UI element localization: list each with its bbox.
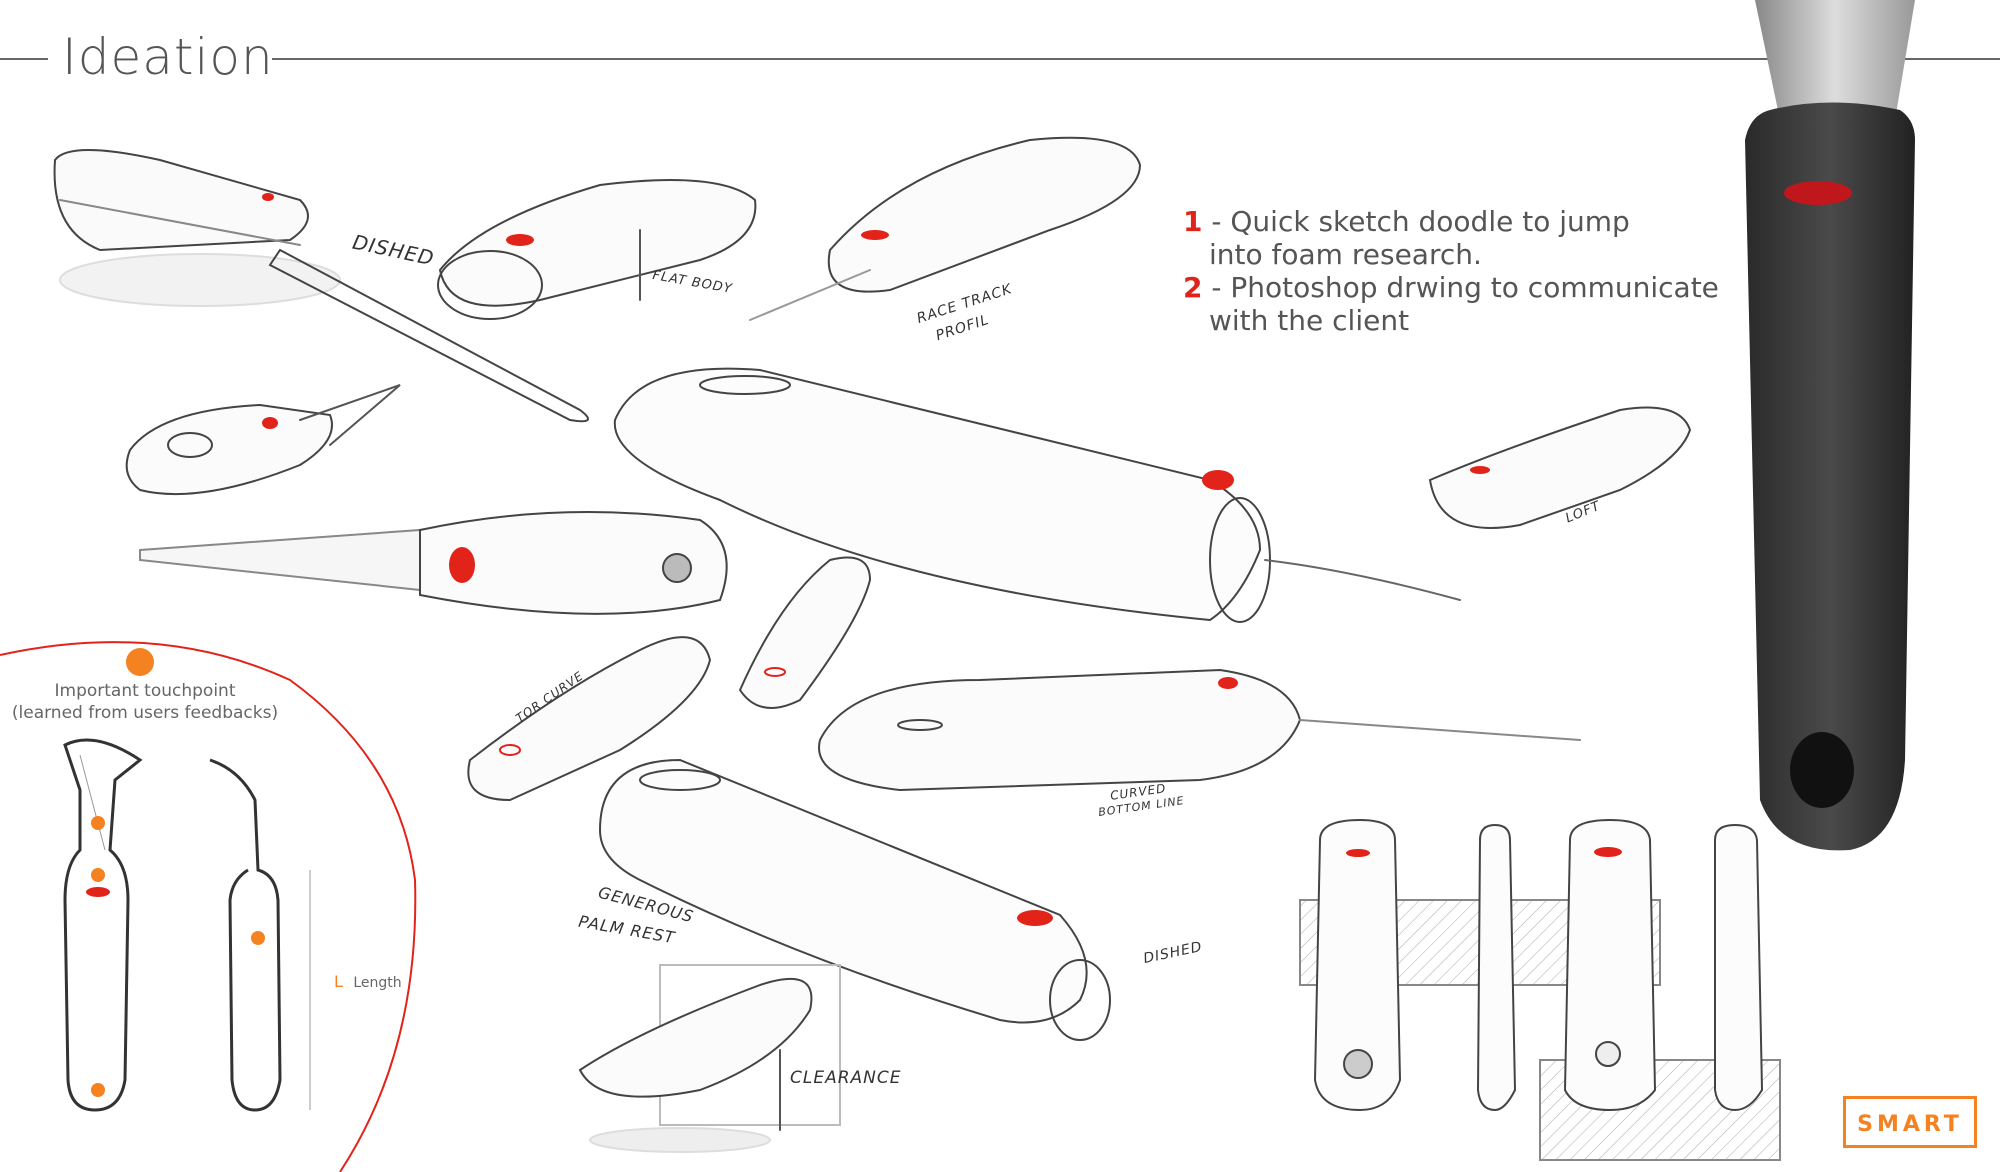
rendered-handle: [1745, 0, 1915, 851]
note-number: 2: [1183, 271, 1203, 304]
length-letter: L: [334, 972, 343, 991]
sketch-small-left: [125, 384, 401, 496]
touchpoint-panel: [0, 641, 417, 1172]
touchpoint-label: Important touchpoint: [54, 681, 236, 701]
sketch-dished: [437, 179, 757, 320]
touchpoint-sublabel: (learned from users feedbacks): [11, 703, 279, 723]
note-text: - Quick sketch doodle to jump: [1211, 205, 1630, 238]
sketch-tor-curve: [467, 636, 712, 802]
sketch-small-mid: [738, 556, 872, 709]
note-text-cont: into foam research.: [1209, 238, 1482, 271]
sketch-horizontal-left: [139, 511, 728, 615]
sketch-curved-bottom: [818, 668, 1581, 792]
sketch-front-side-views: [1299, 818, 1781, 1161]
touchpoint-legend: Important touchpoint (learned from users…: [0, 680, 290, 724]
notes-block: 1 - Quick sketch doodle to jump into foa…: [1183, 205, 1743, 337]
sketch-loft: [1428, 406, 1692, 529]
sketch-large-center: [613, 367, 1461, 623]
note-2: 2 - Photoshop drwing to communicate with…: [1183, 271, 1743, 337]
sketch-generous-palm: [598, 758, 1111, 1041]
sketch-race-track: [749, 136, 1142, 321]
annotation-clearance: CLEARANCE: [790, 1068, 902, 1088]
title-rule-right: [272, 58, 2000, 60]
note-text-cont: with the client: [1209, 304, 1410, 337]
note-1: 1 - Quick sketch doodle to jump into foa…: [1183, 205, 1743, 271]
smart-logo: SMART: [1843, 1096, 1977, 1148]
title-rule-left: [0, 58, 48, 60]
sketch-clearance: [578, 964, 841, 1153]
length-label: Length: [353, 975, 402, 991]
touchpoint-dot-icon: [126, 648, 154, 676]
note-text: - Photoshop drwing to communicate: [1211, 271, 1719, 304]
note-number: 1: [1183, 205, 1203, 238]
header: Ideation: [0, 28, 2000, 88]
page-title: Ideation: [62, 28, 274, 86]
length-legend: L Length: [334, 972, 402, 991]
sketch-top-left: [53, 149, 589, 423]
